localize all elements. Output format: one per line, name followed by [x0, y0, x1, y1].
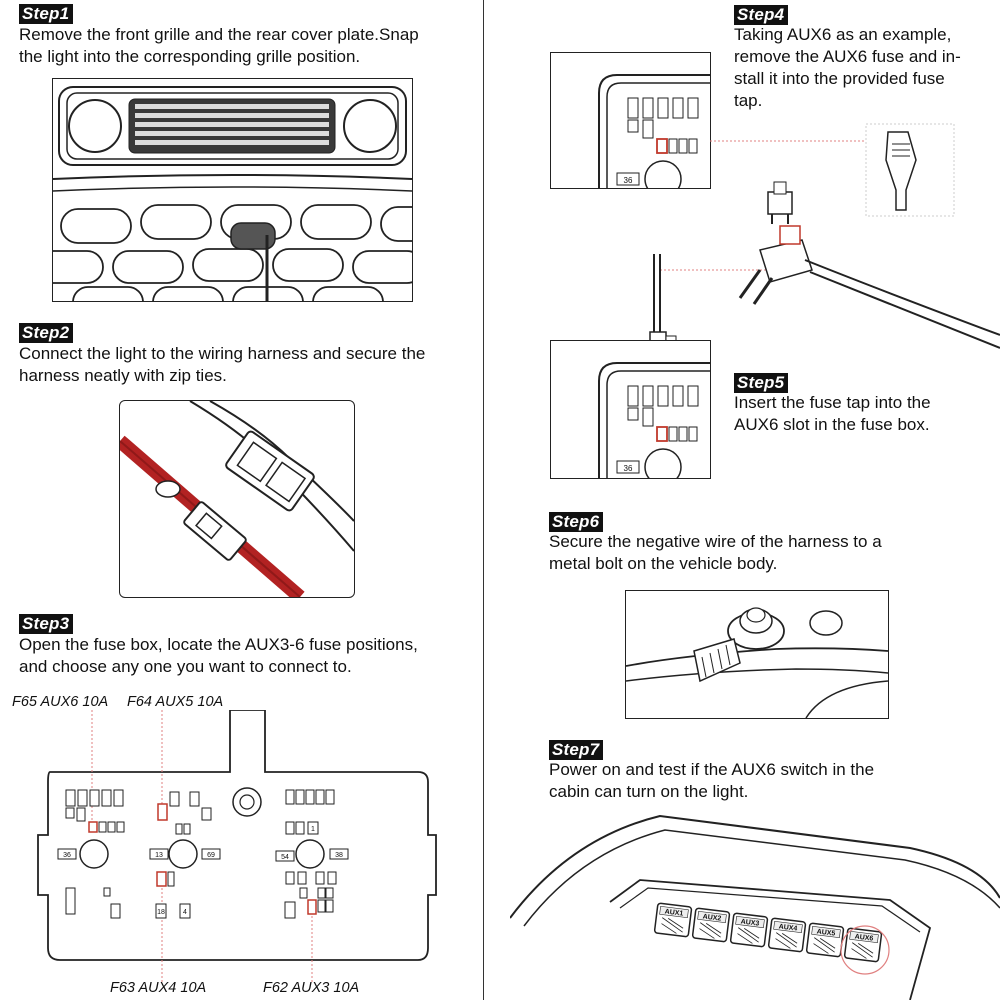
step6-text: Secure the negative wire of the harness … [549, 532, 882, 573]
fuse-1: 1 [311, 826, 315, 833]
switch-aux5[interactable]: AUX5 [816, 928, 835, 937]
switch-aux6[interactable]: AUX6 [854, 933, 873, 942]
grille-illustration [53, 86, 412, 301]
ground-bolt-figure [625, 590, 889, 719]
switch-aux3[interactable]: AUX3 [740, 918, 759, 927]
harness-figure [119, 400, 355, 598]
fuse-4: 4 [183, 909, 187, 916]
step5-badge: Step5 [734, 373, 789, 393]
step2-badge: Step2 [19, 323, 74, 343]
step5-text: Insert the fuse tap into the AUX6 slot i… [734, 393, 931, 434]
harness-illustration [120, 401, 354, 597]
step1-badge: Step1 [19, 4, 74, 24]
step6-badge: Step6 [549, 512, 604, 532]
fuse-36: 36 [63, 852, 71, 859]
fuse-13: 13 [155, 852, 163, 859]
step7-text: Power on and test if the AUX6 switch in … [549, 760, 875, 801]
step4-badge: Step4 [734, 5, 789, 25]
column-divider [483, 0, 484, 1000]
switch-aux4[interactable]: AUX4 [778, 923, 797, 932]
fuse-38: 38 [335, 852, 343, 859]
callout-f62: F62 AUX3 10A [263, 980, 360, 996]
switch-aux1[interactable]: AUX1 [664, 908, 683, 917]
fuse-box-closeup-2: 36 [550, 340, 711, 479]
fuse-tap-illustration [649, 123, 1000, 349]
fuse-box-diagram: 36 13 69 18 4 1 54 [37, 710, 437, 982]
callout-f63: F63 AUX4 10A [110, 980, 207, 996]
callout-f65: F65 AUX6 10A [12, 694, 109, 710]
aux-switch-row: AUX1 AUX2 AUX3 AUX4 AUX5 [653, 902, 883, 963]
step3-text: Open the fuse box, locate the AUX3-6 fus… [19, 635, 418, 676]
step1-text: Remove the front grille and the rear cov… [19, 25, 419, 66]
switch-aux2[interactable]: AUX2 [702, 913, 721, 922]
switch-panel-illustration: AUX1 AUX2 AUX3 AUX4 AUX5 [510, 814, 1000, 1000]
step4-text: Taking AUX6 as an example, remove the AU… [734, 25, 961, 110]
fuse-box-closeup-1: 36 [550, 52, 711, 189]
closeup2-fuse-36: 36 [624, 464, 633, 473]
fuse-18: 18 [157, 909, 165, 916]
closeup1-fuse-36: 36 [624, 176, 633, 185]
step7-badge: Step7 [549, 740, 604, 760]
callout-f64: F64 AUX5 10A [127, 694, 224, 710]
step3-badge: Step3 [19, 614, 74, 634]
step2-text: Connect the light to the wiring harness … [19, 344, 426, 385]
fuse-54: 54 [281, 854, 289, 861]
grille-figure [52, 78, 413, 302]
fuse-69: 69 [207, 852, 215, 859]
